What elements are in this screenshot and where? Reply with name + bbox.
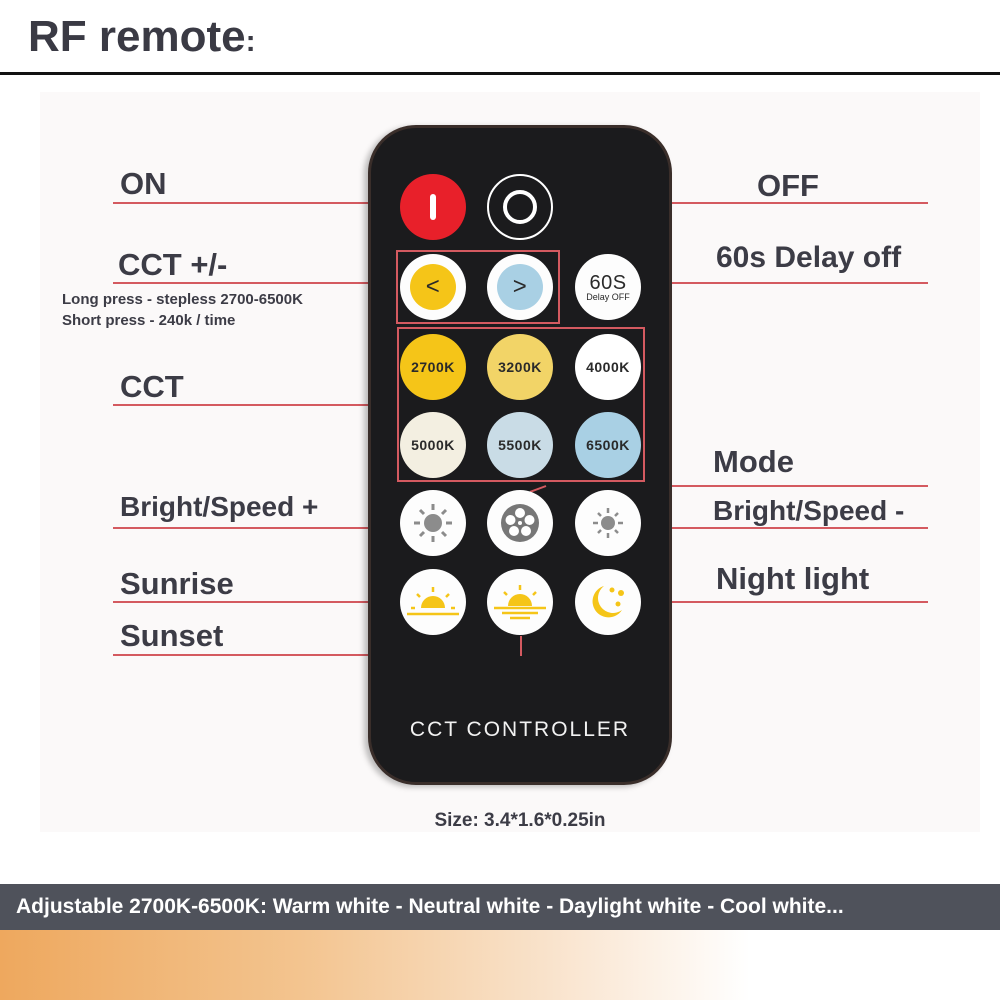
button-label: 5000K	[411, 437, 455, 453]
sunrise-icon	[407, 587, 459, 616]
cct-preset-box	[397, 327, 645, 482]
label-mode: Mode	[713, 444, 794, 479]
size-caption: Size: 3.4*1.6*0.25in	[434, 810, 606, 831]
color-temperature-gradient	[0, 930, 1000, 1000]
cct-adjust-box	[396, 250, 560, 324]
bright-minus-leader	[640, 527, 928, 529]
mode-leader-slant	[530, 485, 547, 493]
label-delay: 60s Delay off	[716, 241, 902, 274]
label-bright-plus: Bright/Speed +	[120, 491, 319, 522]
cct-2700k-button[interactable]: 2700K	[400, 334, 466, 400]
night-leader	[640, 601, 928, 603]
mode-button[interactable]	[487, 490, 553, 556]
button-label: 2700K	[411, 359, 455, 375]
cct-5000k-button[interactable]: 5000K	[400, 412, 466, 478]
label-on: ON	[120, 166, 167, 201]
chevron-right-icon: >	[497, 264, 543, 310]
footer-banner: Adjustable 2700K-6500K: Warm white - Neu…	[0, 884, 1000, 930]
button-label: 6500K	[586, 437, 630, 453]
label-cct-pm: CCT +/-	[118, 247, 228, 282]
sunrise-button[interactable]	[400, 569, 466, 635]
label-cct: CCT	[120, 369, 184, 404]
on-leader	[113, 202, 403, 204]
cct-5500k-button[interactable]: 5500K	[487, 412, 553, 478]
label-bright-minus: Bright/Speed -	[713, 495, 905, 526]
button-label: 5500K	[498, 437, 542, 453]
cct-4000k-button[interactable]: 4000K	[575, 334, 641, 400]
label-cct-long: Long press - stepless 2700-6500K	[62, 291, 303, 308]
cct-decrease-button[interactable]: <	[400, 254, 466, 320]
power-off-icon	[503, 190, 537, 224]
button-label: 3200K	[498, 359, 542, 375]
remote-brand-label: CCT CONTROLLER	[409, 718, 631, 741]
delay-sub-text: Delay OFF	[586, 291, 630, 302]
bright-minus-button[interactable]	[575, 490, 641, 556]
button-label: 4000K	[586, 359, 630, 375]
footer-text: Adjustable 2700K-6500K: Warm white - Neu…	[16, 895, 844, 918]
film-reel-icon	[501, 504, 539, 542]
delay-main-text: 60S	[589, 271, 627, 294]
label-off: OFF	[757, 168, 819, 203]
mode-leader	[545, 485, 928, 487]
title-rule	[0, 72, 1000, 75]
sun-small-icon	[593, 508, 623, 538]
cct-pm-leader	[113, 282, 397, 284]
delay-off-button[interactable]: 60S Delay OFF	[575, 254, 641, 320]
on-button[interactable]	[400, 174, 466, 240]
sunset-icon	[494, 585, 546, 620]
label-sunrise: Sunrise	[120, 566, 234, 601]
delay-leader	[640, 282, 928, 284]
label-sunset: Sunset	[120, 618, 224, 653]
moon-stars-icon	[592, 586, 624, 618]
cct-increase-button[interactable]: >	[487, 254, 553, 320]
bright-plus-leader	[113, 527, 403, 529]
cct-6500k-button[interactable]: 6500K	[575, 412, 641, 478]
sunset-leader	[113, 654, 522, 656]
sunset-button[interactable]	[487, 569, 553, 635]
off-leader	[558, 202, 928, 204]
cct-leader	[113, 404, 398, 406]
night-light-button[interactable]	[575, 569, 641, 635]
power-on-icon	[430, 194, 436, 220]
label-night: Night light	[716, 561, 870, 596]
page-title: RF remote:	[28, 12, 256, 61]
sunrise-leader	[113, 601, 403, 603]
sunset-leader-vertical	[520, 636, 522, 656]
cct-3200k-button[interactable]: 3200K	[487, 334, 553, 400]
label-cct-short: Short press - 240k / time	[62, 312, 236, 329]
sun-large-icon	[414, 504, 452, 542]
chevron-left-icon: <	[410, 264, 456, 310]
bright-plus-button[interactable]	[400, 490, 466, 556]
off-button[interactable]	[487, 174, 553, 240]
